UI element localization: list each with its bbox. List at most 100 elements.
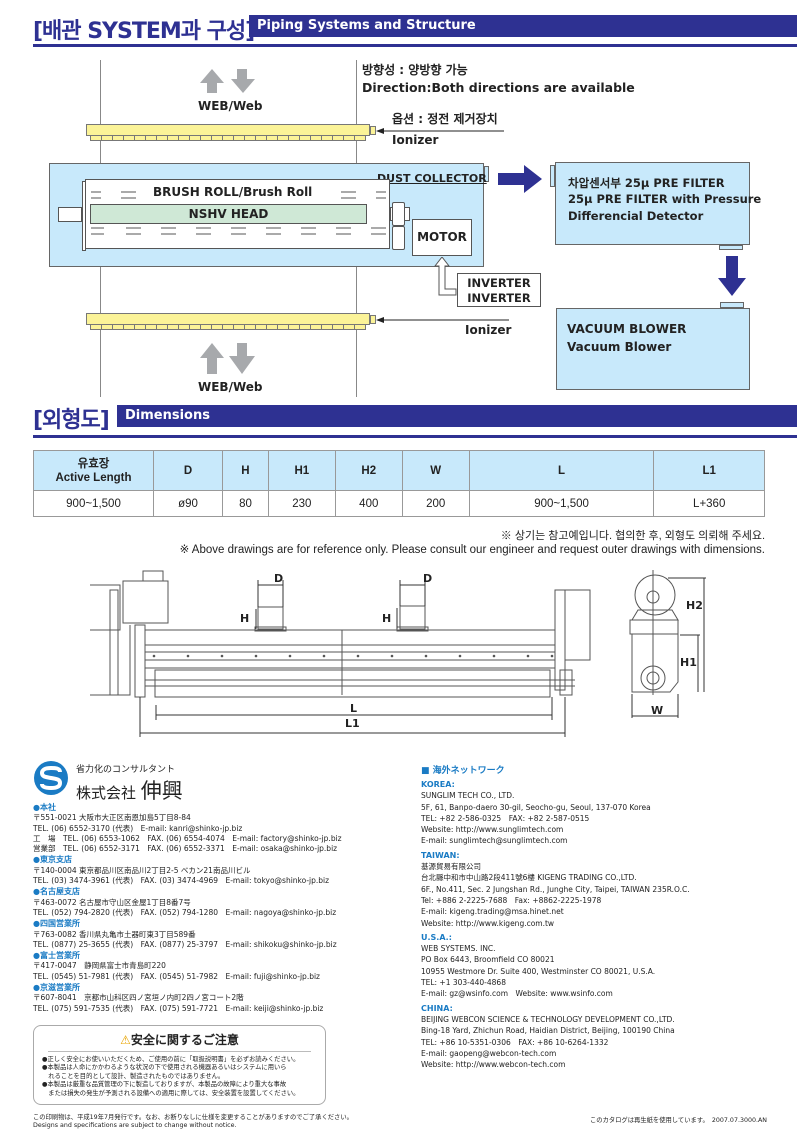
office-line: 〒463-0072 名古屋市守山区金屋1丁目8番7号 — [33, 897, 191, 907]
safety-item: または損失の発生が予測される設備への適用に際しては、安全装置を設置してください。 — [42, 1089, 300, 1097]
nshv-head: NSHV HEAD — [90, 204, 367, 224]
section-title-piping-en: Piping Systems and Structure — [249, 15, 797, 37]
cell-l: 900~1,500 — [468, 490, 655, 517]
header-d: D — [152, 450, 224, 491]
vacuum-blower-box — [556, 308, 750, 390]
safety-items: ●正しく安全にお使いいただくため、ご使用の前に「取扱説明書」を必ずお読みください… — [34, 1056, 325, 1098]
ionizer-label-bottom: Ionizer — [465, 323, 512, 337]
network-line: 10955 Westmore Dr. Suite 400, Westminste… — [421, 966, 656, 976]
dim-label-d1: D — [274, 572, 284, 585]
network-line: Bing-18 Yard, Zhichun Road, Haidian Dist… — [421, 1026, 675, 1036]
office-list: ●本社 〒551-0021 大阪市大正区南恩加島5丁目8-84 TEL. (06… — [33, 803, 342, 1014]
office-line: TEL. (075) 591-7535 (代表) FAX. (075) 591-… — [33, 1003, 324, 1013]
ionizer-pointer-top — [376, 128, 504, 134]
network-line: Website: http://www.webcon-tech.com — [421, 1060, 566, 1070]
network-line: TEL: +82 2-586-0325 FAX: +82 2-587-0515 — [421, 813, 590, 823]
ionizer-teeth-top — [90, 136, 366, 141]
ionizer-cap-top — [370, 126, 376, 135]
network-line: 基源貿易有限公司 — [421, 862, 481, 872]
network-line: WEB SYSTEMS. INC. — [421, 944, 496, 954]
prefilter-label-1: 차압센서부 25μ PRE FILTER — [568, 176, 725, 190]
cell-d: ø90 — [152, 490, 224, 517]
network-list: KOREA: SUNGLIM TECH CO., LTD. 5F, 61, Ba… — [421, 779, 690, 1070]
network-line: E-mail: gaopeng@webcon-tech.com — [421, 1048, 557, 1058]
office-head-name: ●本社 — [33, 803, 56, 812]
region-china: CHINA: — [421, 1003, 453, 1013]
office-line: TEL. (052) 794-2820 (代表) FAX. (052) 794-… — [33, 907, 337, 917]
prefilter-outlet — [719, 245, 743, 250]
network-line: TEL: +1 303-440-4868 — [421, 978, 506, 988]
flow-arrow-down-icon — [718, 256, 746, 296]
company-name-main: 伸興 — [140, 779, 183, 803]
office-shikoku-name: ●四国営業所 — [33, 919, 80, 929]
section-title-piping-ko: [배관 SYSTEM과 구성] — [33, 19, 255, 44]
dust-collector-outlet — [484, 166, 489, 182]
web-direction-arrows-top — [200, 69, 255, 93]
cell-h2: 400 — [334, 490, 403, 517]
office-line: TEL. (03) 3474-3961 (代表) FAX. (03) 3474-… — [33, 876, 330, 886]
web-label-top: WEB/Web — [198, 99, 263, 113]
office-keiji-name: ●京滋営業所 — [33, 983, 80, 993]
note-en: ※ Above drawings are for reference only.… — [179, 544, 765, 556]
office-line: TEL. (06) 6552-3170 (代表) E-mail: kanri@s… — [33, 823, 243, 833]
safety-item: ●本製品は人命にかかわるような状況の下で使用される機器あるいはシステムに用いら — [42, 1064, 287, 1072]
ionizer-cap-bottom — [370, 315, 376, 324]
header-h: H — [222, 450, 269, 491]
office-nagoya-name: ●名古屋支店 — [33, 887, 80, 897]
header-l: L — [468, 450, 655, 491]
web-label-bottom: WEB/Web — [198, 380, 263, 394]
network-line: Tel: +886 2-2225-7688 Fax: +8862-2225-19… — [421, 895, 602, 905]
dim-label-d2: D — [423, 572, 433, 585]
network-line: Website: http://www.sunglimtech.com — [421, 825, 564, 835]
blower-label-1: VACUUM BLOWER — [567, 322, 687, 336]
network-line: 5F, 61, Banpo-daero 30-gil, Seocho-gu, S… — [421, 802, 651, 812]
side-label-w: W — [651, 704, 664, 717]
office-line: 〒763-0082 香川県丸亀市土器町東3丁目589番 — [33, 929, 196, 939]
region-korea: KOREA: — [421, 780, 455, 789]
front-view-drawing — [90, 570, 591, 737]
pulley-top — [392, 202, 405, 226]
ionizer-label-top: Ionizer — [392, 133, 439, 147]
network-line: Website: http://www.kigeng.com.tw — [421, 918, 555, 928]
cell-w: 200 — [401, 490, 470, 517]
prefilter-label-2: 25μ PRE FILTER with Pressure — [568, 192, 762, 206]
arrow-down-icon — [231, 69, 255, 93]
flow-arrow-right-icon — [498, 165, 542, 193]
network-line: E-mail: sunglimtech@sunglimtech.com — [421, 836, 568, 846]
network-line: SUNGLIM TECH CO., LTD. — [421, 791, 515, 801]
region-taiwan: TAIWAN: — [421, 850, 460, 860]
option-label-ko: 옵션 : 정전 제거장치 — [392, 112, 498, 126]
company-logo-icon — [34, 761, 68, 795]
network-line: TEL: +86 10-5351-0306 FAX: +86 10-6264-1… — [421, 1037, 609, 1047]
dim-label-h1: H — [240, 612, 250, 625]
network-line: 6F., No.411, Sec. 2 Jungshan Rd., Junghe… — [421, 884, 690, 894]
web-edge-left-bottom — [100, 265, 101, 397]
network-line: E-mail: kigeng.trading@msa.hinet.net — [421, 907, 564, 917]
inverter-label-1: INVERTER — [467, 276, 531, 290]
note-ko: ※ 상기는 참고예입니다. 협의한 후, 외형도 의뢰해 주세요. — [500, 530, 765, 542]
direction-ko: 방향성 : 양방향 가능 — [362, 63, 468, 77]
header-l1: L1 — [653, 450, 765, 491]
section-divider — [33, 44, 797, 47]
office-line: 営業部 TEL. (06) 6552-3171 FAX. (06) 6552-3… — [33, 844, 338, 854]
cell-active-length: 900~1,500 — [33, 490, 154, 517]
pulley-bottom — [392, 226, 405, 250]
warning-icon: ⚠ — [120, 1033, 131, 1047]
section-divider-2 — [33, 435, 797, 438]
office-line: 工 場 TEL. (06) 6553-1062 FAX. (06) 6554-4… — [33, 833, 342, 843]
office-line: TEL. (0545) 51-7981 (代表) FAX. (0545) 51-… — [33, 971, 320, 981]
dim-label-l: L — [350, 702, 358, 715]
safety-title-row: ⚠安全に関するご注意 — [34, 1031, 325, 1048]
header-h1: H1 — [267, 450, 336, 491]
safety-notice-box: ⚠安全に関するご注意 ●正しく安全にお使いいただくため、ご使用の前に「取扱説明書… — [33, 1025, 326, 1105]
network-line: 台北縣中和市中山路2段411號6樓 KIGENG TRADING CO.,LTD… — [421, 873, 637, 883]
network-line: BEIJING WEBCON SCIENCE & TECHNOLOGY DEVE… — [421, 1014, 675, 1024]
ionizer-teeth-bottom — [90, 325, 366, 330]
header-w: W — [401, 450, 470, 491]
section-title-dimensions-en: Dimensions — [117, 405, 797, 427]
motor-box: MOTOR — [412, 219, 472, 256]
office-line: 〒417-0047 静岡県富士市青島町220 — [33, 961, 166, 971]
inverter-arrow-icon — [434, 257, 457, 296]
network-line: PO Box 6443, Broomfield CO 80021 — [421, 955, 555, 965]
